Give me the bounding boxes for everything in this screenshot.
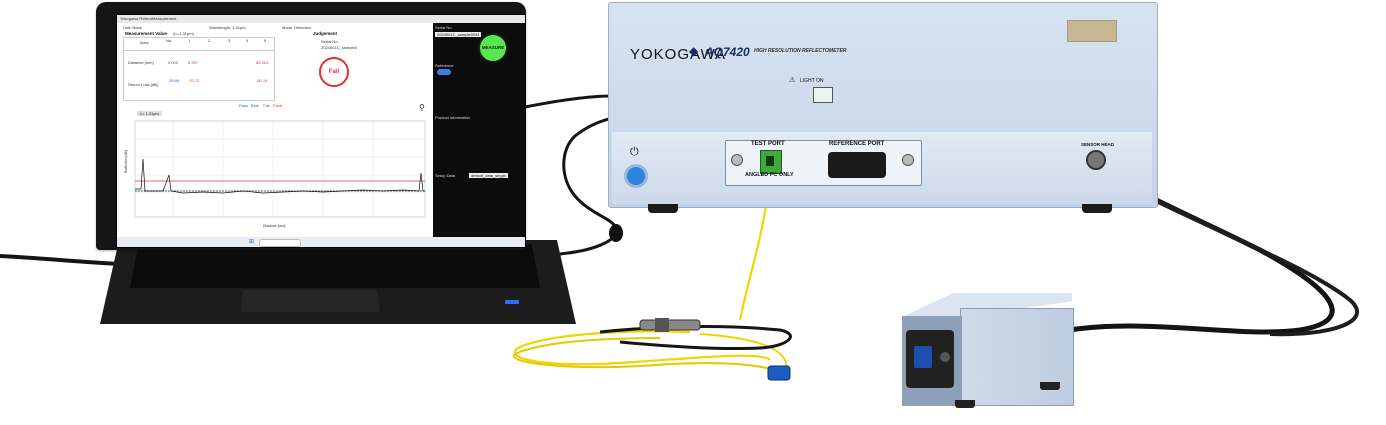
- taskbar-search[interactable]: [259, 239, 301, 247]
- table-cell: -59.99: [168, 78, 180, 83]
- table-header: No.: [166, 38, 173, 43]
- legend-fail: Fail: [263, 103, 270, 108]
- rp-setup-label: Setup Data: [435, 173, 456, 178]
- reference-port-label: REFERENCE PORT: [829, 141, 885, 147]
- sensor-box-foot: [1040, 382, 1060, 390]
- serial-label: Serial No.: [321, 39, 339, 44]
- rp-serial-label: Serial No.: [435, 25, 453, 30]
- mode-label: Mode: Detection: [282, 25, 312, 30]
- yokogawa-mark-icon: ◆: [689, 44, 699, 58]
- table-area-label: Area: [140, 40, 149, 45]
- measurement-table: Area No. 1 2 3 4 5 Distance [mm] 0.000 9…: [123, 37, 275, 101]
- light-on-label: LIGHT ON: [800, 78, 824, 84]
- power-button[interactable]: [624, 164, 648, 188]
- table-row-label: Return Loss [dB]: [128, 82, 158, 87]
- power-icon: ⏻: [630, 146, 639, 158]
- laptop-keyboard: [130, 244, 540, 288]
- range-label: (t=-1.31μm): [173, 31, 194, 36]
- laptop-screen: Yokogawa ReflectMeasurement Unit: None W…: [116, 14, 526, 248]
- label-plate: [1067, 20, 1117, 42]
- table-cell: 0.000: [168, 60, 179, 65]
- measurement-value-title: Measurement Value: [125, 31, 168, 36]
- rp-serial-value[interactable]: 2024001C_sample0004: [435, 32, 482, 37]
- table-row-label: Distance [mm]: [128, 60, 154, 65]
- instrument-foot: [648, 204, 678, 213]
- windows-taskbar: ⊞: [117, 237, 525, 247]
- legend-fault: Fault: [273, 103, 282, 108]
- light-on-indicator: [813, 87, 833, 103]
- sensor-head-port[interactable]: [1086, 150, 1106, 170]
- measure-button[interactable]: MEASURE: [478, 33, 508, 63]
- wavelength-label: Wavelength: 1.31μm: [209, 25, 246, 30]
- panel-screw: [902, 154, 914, 166]
- table-header: 3: [228, 38, 231, 43]
- laptop-logo-icon: [505, 300, 519, 304]
- start-icon[interactable]: ⊞: [249, 239, 255, 245]
- serial-value: 2024001C_sample0: [321, 45, 357, 50]
- table-cell: -70.72: [188, 78, 200, 83]
- power-cable: [0, 254, 121, 266]
- y-axis-label: Reflection [dB]: [124, 150, 128, 173]
- legend-pass: Pass: [239, 103, 248, 108]
- table-header: 4: [246, 38, 249, 43]
- instrument-foot: [1082, 204, 1112, 213]
- reflectogram-plot: Reflection [dB] Distance [mm]: [124, 120, 426, 228]
- table-header: 5: [264, 38, 267, 43]
- plot-tab[interactable]: λ= 1.31μm: [137, 111, 162, 116]
- fiber-adapter: [639, 319, 701, 331]
- table-header: 2: [208, 38, 211, 43]
- usb-cable-top: [519, 94, 613, 110]
- zoom-icon[interactable]: ⚲: [419, 103, 425, 112]
- sc-connector: [767, 365, 791, 381]
- brand-logo: YOKOGAWA: [630, 46, 727, 63]
- rp-product-info: Product Information: [435, 115, 470, 120]
- test-port-ferrule: [766, 156, 774, 166]
- port-panel: [725, 140, 922, 186]
- model-name: AQ7420: [705, 45, 750, 59]
- table-header: 1: [188, 38, 191, 43]
- panel-screw: [731, 154, 743, 166]
- judgement-title: Judgement: [313, 31, 338, 36]
- sensor-box-foot: [955, 400, 975, 408]
- table-cell: -80.19: [256, 78, 268, 83]
- test-port-label: TEST PORT: [751, 141, 785, 147]
- warning-icon: ⚠: [789, 77, 796, 84]
- reference-port-cap[interactable]: [828, 152, 886, 178]
- control-panel: Serial No. 2024001C_sample0004 MEASURE R…: [433, 23, 525, 237]
- laptop-touchpad: [240, 290, 380, 312]
- angled-pc-label: ANGLED PC ONLY: [745, 172, 794, 178]
- sensor-head-label: SENSOR HEAD: [1081, 142, 1115, 147]
- rp-reference-label: Reference: [435, 63, 454, 68]
- reference-toggle[interactable]: [437, 69, 451, 75]
- unit-label: Unit: None: [123, 25, 142, 30]
- table-cell: 85.304: [256, 60, 269, 65]
- instrument-subtitle: HIGH RESOLUTION REFLECTOMETER: [754, 48, 847, 54]
- x-axis-label: Distance [mm]: [263, 224, 285, 228]
- sensor-knob: [940, 352, 950, 362]
- sensor-connector[interactable]: [914, 346, 932, 368]
- sensor-box-side: [960, 308, 1074, 406]
- table-cell: 9.997: [188, 60, 199, 65]
- rp-setup-value[interactable]: default_data_single: [469, 173, 508, 178]
- ferrite-core: [609, 224, 623, 242]
- app-title-bar: Yokogawa ReflectMeasurement: [117, 15, 525, 23]
- fail-badge: Fail: [319, 57, 349, 87]
- legend-blue: Blue: [251, 103, 260, 108]
